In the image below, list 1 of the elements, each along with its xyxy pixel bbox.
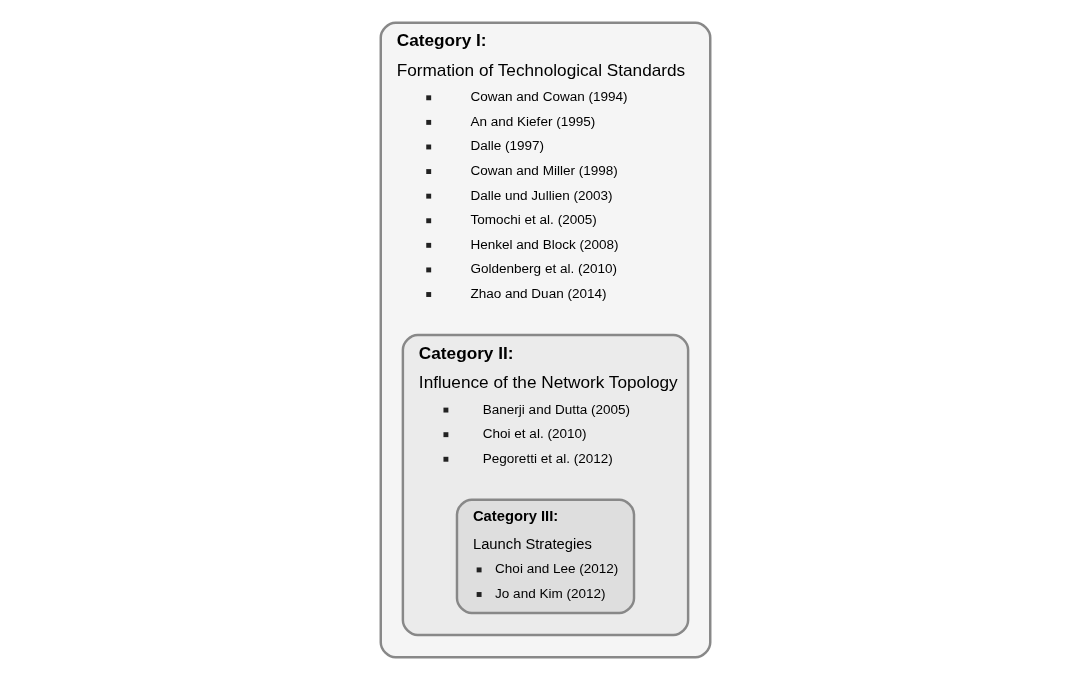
node-box: Category III: Launch Strategies Choi and Lee (2012) Jo and Kim (2012)	[455, 498, 636, 615]
